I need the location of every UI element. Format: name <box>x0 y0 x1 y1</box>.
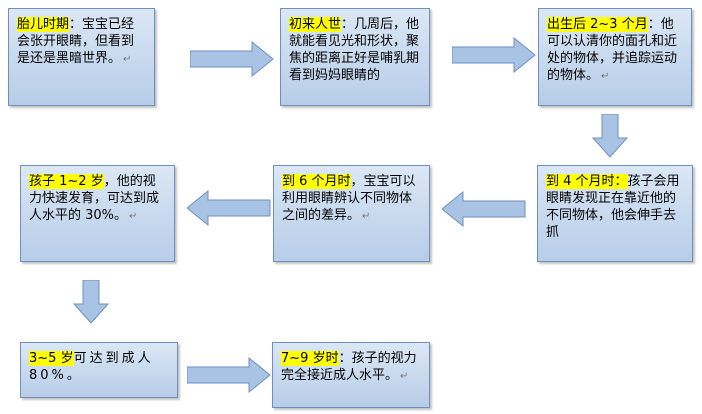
down-arrow-icon <box>592 114 628 158</box>
stage-description: ：他可以认清你的面孔和近处的物体，并追踪运动的物体。 <box>547 17 678 83</box>
left-arrow-icon <box>187 190 271 226</box>
left-arrow-icon <box>442 191 526 227</box>
stage-title: 到 4 个月时： <box>546 174 628 189</box>
stage-description: ：宝宝已经会张开眼睛，但看到是还是黑暗世界。 <box>17 17 135 66</box>
stage-box-6-months: 到 6 个月时，宝宝可以利用眼睛辨认不同物体之间的差异。↵ <box>273 165 430 262</box>
stage-description: 可达到成人 80%。 <box>29 351 154 383</box>
stage-description: ，宝宝可以利用眼睛辨认不同物体之间的差异。 <box>282 174 416 223</box>
stage-box-newborn: 初来人世：几周后，他就能看见光和形状，聚焦的距离正好是哺乳期看到妈妈眼睛的 <box>280 8 430 106</box>
stage-title: 7~9 岁时 <box>281 351 339 366</box>
stage-description: ：孩子的视力完全接近成人水平。 <box>281 351 417 383</box>
stage-title: 胎儿时期 <box>17 17 70 32</box>
right-arrow-icon <box>452 37 536 73</box>
stage-description: ：几周后，他就能看见光和形状，聚焦的距离正好是哺乳期看到妈妈眼睛的 <box>289 17 420 83</box>
stage-title: 到 6 个月时 <box>282 174 351 189</box>
stage-description: 孩子会用眼睛发现正在靠近他的不同物体，他会伸手去抓 <box>546 174 680 240</box>
right-arrow-icon <box>187 357 271 393</box>
paragraph-mark-icon: ↵ <box>129 211 138 222</box>
stage-box-fetal: 胎儿时期：宝宝已经会张开眼睛，但看到是还是黑暗世界。↵ <box>8 8 155 106</box>
right-arrow-icon <box>190 41 274 77</box>
stage-box-7-9-years: 7~9 岁时：孩子的视力完全接近成人水平。↵ <box>272 342 430 408</box>
stage-title: 初来人世 <box>289 17 342 32</box>
stage-title: 孩子 1~2 岁 <box>29 174 104 189</box>
stage-description: ，他的视力快速发育，可达到成人水平的 30%。 <box>29 174 160 223</box>
stage-box-2-3-months: 出生后 2~3 个月：他可以认清你的面孔和近处的物体，并追踪运动的物体。↵ <box>538 8 692 106</box>
paragraph-mark-icon: ↵ <box>123 54 132 65</box>
paragraph-mark-icon: ↵ <box>601 71 610 82</box>
stage-title: 3~5 岁 <box>29 351 74 366</box>
stage-box-1-2-years: 孩子 1~2 岁，他的视力快速发育，可达到成人水平的 30%。↵ <box>20 165 175 262</box>
paragraph-mark-icon: ↵ <box>400 371 409 382</box>
down-arrow-icon <box>73 280 109 324</box>
paragraph-mark-icon: ↵ <box>362 211 371 222</box>
stage-title: 出生后 2~3 个月 <box>547 17 648 32</box>
stage-box-3-5-years: 3~5 岁可达到成人 80%。 <box>20 342 178 398</box>
stage-box-4-months: 到 4 个月时：孩子会用眼睛发现正在靠近他的不同物体，他会伸手去抓 <box>537 165 693 262</box>
